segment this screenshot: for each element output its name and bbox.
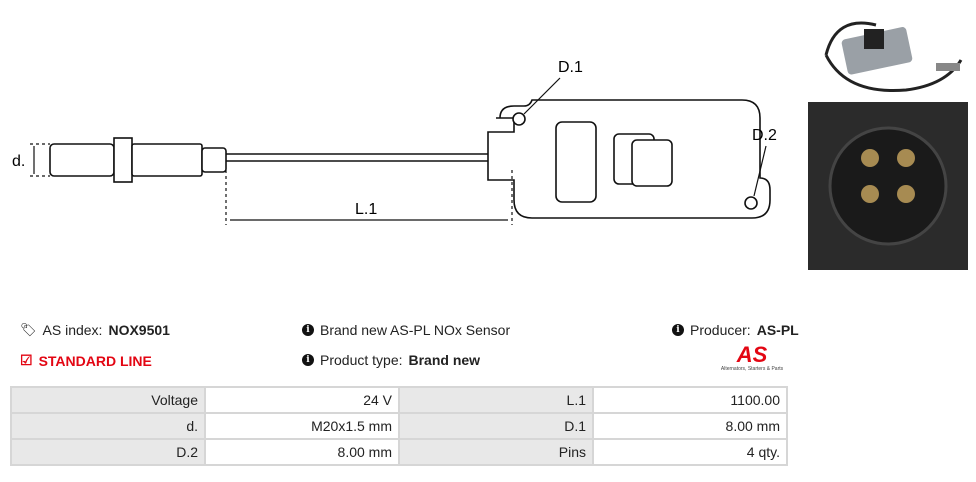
label-d2: D.2 — [752, 127, 777, 144]
tags-icon: 🏷 — [20, 322, 37, 337]
info-icon: i — [672, 324, 684, 336]
as-pl-logo: AS Alternators, Starters & Parts — [720, 342, 784, 373]
standard-line: ☑ STANDARD LINE — [20, 352, 152, 369]
check-square-icon: ☑ — [20, 352, 33, 368]
product-type: i Product type:Brand new — [302, 352, 480, 368]
sensor-tip — [49, 143, 115, 177]
description: i Brand new AS-PL NOx Sensor — [302, 322, 510, 338]
product-photo — [806, 5, 970, 101]
sensor-body — [131, 143, 203, 177]
sensor-hex-nut — [113, 137, 133, 183]
as-index-value: NOX9501 — [108, 322, 170, 338]
label-d1: D.1 — [558, 59, 583, 76]
label-l1: L.1 — [355, 201, 377, 218]
producer: i Producer:AS-PL — [672, 322, 799, 338]
label-d: d. — [12, 153, 25, 170]
as-index: 🏷 AS index:NOX9501 — [20, 322, 170, 338]
info-icon: i — [302, 354, 314, 366]
info-icon: i — [302, 324, 314, 336]
connector-photo — [808, 102, 968, 270]
technical-drawing: d. L.1 D.1 D.2 — [12, 59, 777, 225]
